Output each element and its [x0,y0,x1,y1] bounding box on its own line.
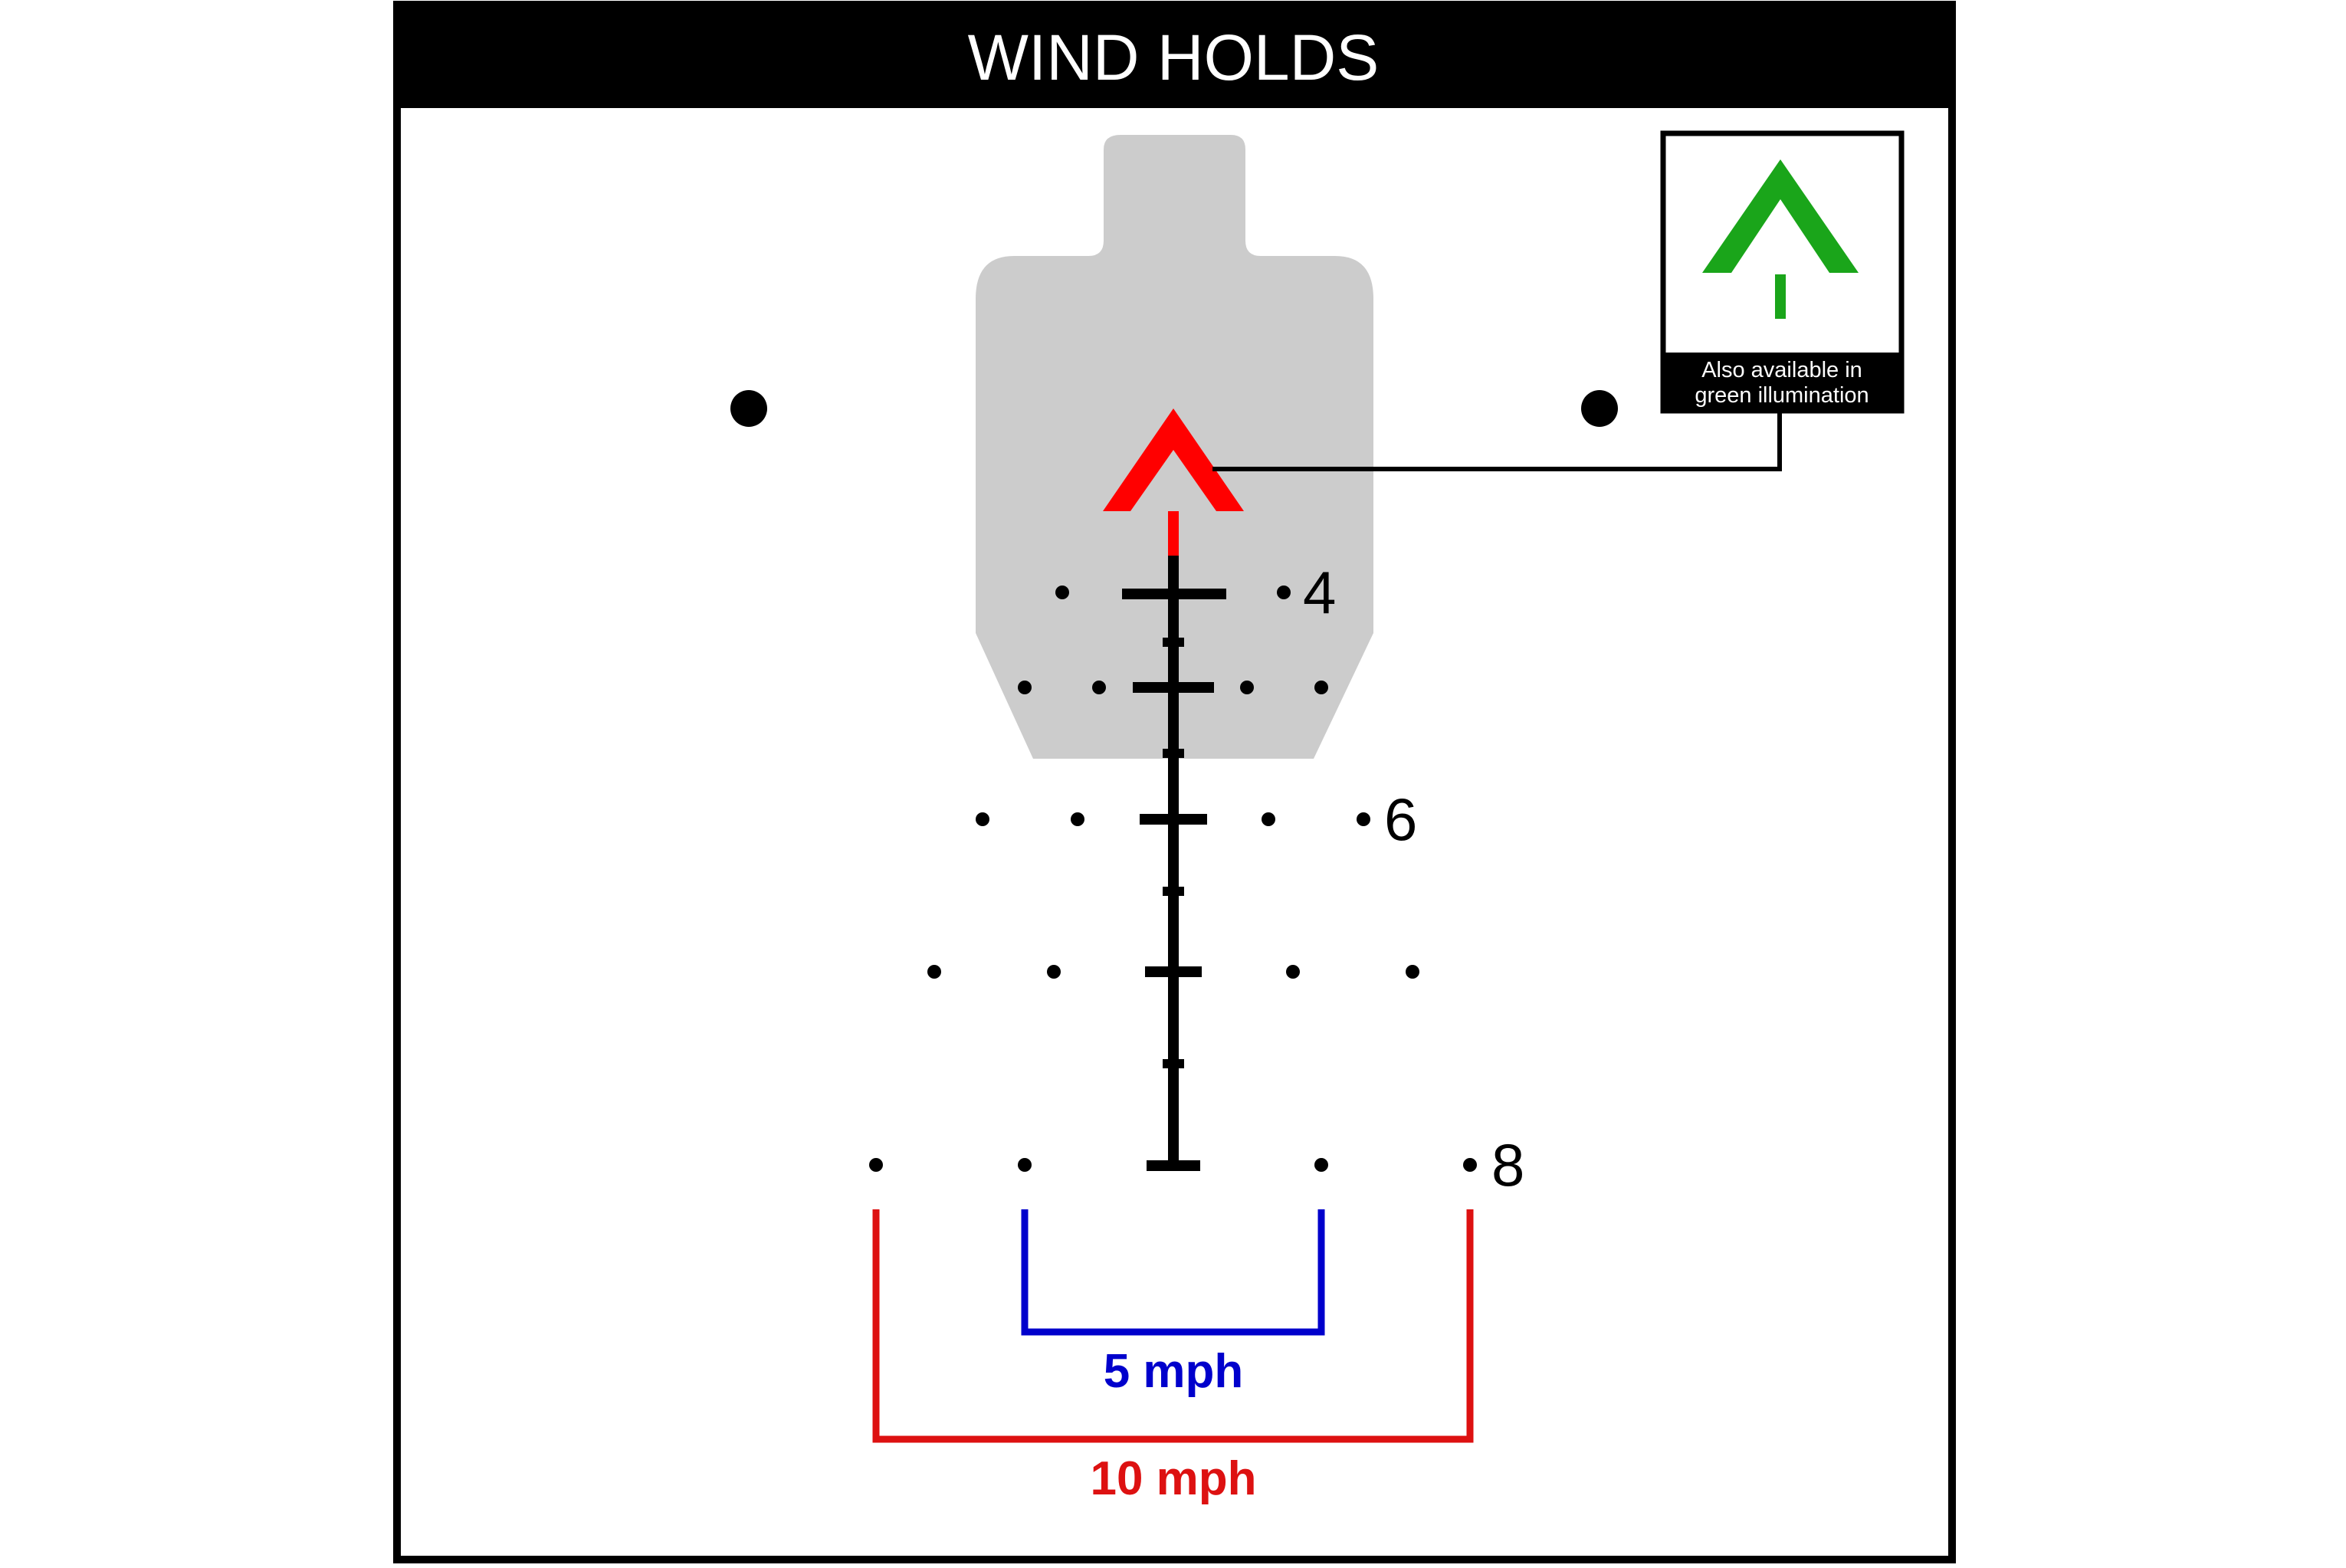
tick-5-6 [1163,749,1184,758]
vertical-stadia [1168,556,1179,1169]
red-post [1168,511,1179,557]
wind-dot [1055,586,1069,599]
wind-dot [1277,586,1291,599]
green-post [1775,274,1786,319]
crossbar-5 [1133,682,1214,693]
wind-dot [1018,1158,1032,1172]
green-chevron [1702,159,1859,273]
wind-dot [1047,965,1061,979]
wind-dot [1286,965,1300,979]
wind-dot [1092,681,1106,694]
inset-caption-line2: green illumination [1695,383,1869,408]
range-label-4: 4 [1303,559,1336,626]
wind-dot [1240,681,1254,694]
wind-dot [1406,965,1419,979]
red-chevron [1103,408,1244,511]
inset-caption-bar [1663,353,1901,411]
bracket-10-mph [872,1209,1474,1443]
tick-7-8 [1163,1059,1184,1068]
range-label-6: 6 [1384,786,1417,853]
tick-4-5 [1163,638,1184,647]
green-illumination-inset: Also available in green illumination [1660,130,1905,414]
range-label-8: 8 [1491,1131,1524,1199]
inset-caption-line1: Also available in [1701,358,1862,382]
bracket-5-mph [1021,1209,1325,1336]
label-10-mph: 10 mph [1090,1452,1256,1505]
outer-wind-dot-left [730,390,767,427]
wind-dot [1357,812,1370,826]
crossbar-6 [1140,814,1207,825]
wind-dot [1071,812,1084,826]
wind-dot [1314,681,1328,694]
leader-line [1212,412,1782,471]
wind-dot [1314,1158,1328,1172]
crossbar-7 [1145,966,1202,977]
title-bar [393,1,1956,108]
label-5-mph: 5 mph [1104,1345,1244,1398]
tick-6-7 [1163,887,1184,896]
wind-dot [1262,812,1275,826]
crossbar-4 [1122,589,1226,599]
crossbar-8 [1147,1160,1200,1171]
wind-dot [1018,681,1032,694]
diagram-title: WIND HOLDS [968,21,1380,93]
wind-dot [1463,1158,1477,1172]
wind-dot [869,1158,883,1172]
wind-dot [976,812,989,826]
outer-wind-dot-right [1581,390,1618,427]
wind-dot [927,965,941,979]
